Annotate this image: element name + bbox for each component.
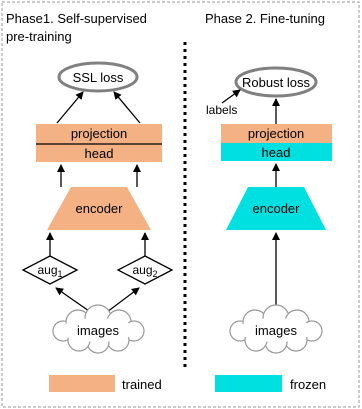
phase1-projection-head-box — [36, 124, 162, 162]
phase2-head-box — [221, 143, 332, 161]
phase2-projection-label: projection — [248, 126, 304, 141]
phase1-title-line2: pre-training — [6, 29, 72, 44]
aug2-label: aug2 — [132, 263, 157, 279]
phase2-title: Phase 2. Fine-tuning — [205, 11, 325, 26]
phase1-encoder-shape — [47, 187, 151, 230]
legend-frozen-label: frozen — [290, 377, 326, 392]
phase1-title-line1: Phase1. Self-supervised — [6, 11, 147, 26]
robust-loss-label: Robust loss — [242, 75, 310, 90]
arrow-head-to-ssl-left — [56, 91, 84, 124]
phase2-encoder-shape — [226, 187, 326, 230]
phase2-images-label: images — [255, 323, 297, 338]
aug2-diamond — [116, 255, 174, 285]
legend-trained-label: trained — [122, 377, 162, 392]
phase2-head-label: head — [262, 145, 291, 160]
arrow-head-to-ssl-right — [113, 91, 141, 124]
phase1-encoder-label: encoder — [76, 201, 124, 216]
arrow-labels-to-loss — [221, 89, 241, 104]
legend-frozen-swatch — [215, 375, 282, 392]
phase2-projection-box — [221, 124, 332, 143]
phase1-head-label: head — [85, 146, 114, 161]
phase1-projection-label: projection — [71, 126, 127, 141]
ssl-loss-node — [57, 61, 139, 93]
legend-trained-swatch — [49, 375, 115, 392]
aug1-diamond — [21, 255, 79, 285]
phase1-images-label: images — [77, 323, 119, 338]
labels-text: labels — [206, 103, 237, 117]
robust-loss-node — [234, 66, 318, 98]
phase2-encoder-label: encoder — [253, 201, 301, 216]
aug1-label: aug1 — [37, 263, 62, 279]
ssl-loss-label: SSL loss — [73, 70, 124, 85]
